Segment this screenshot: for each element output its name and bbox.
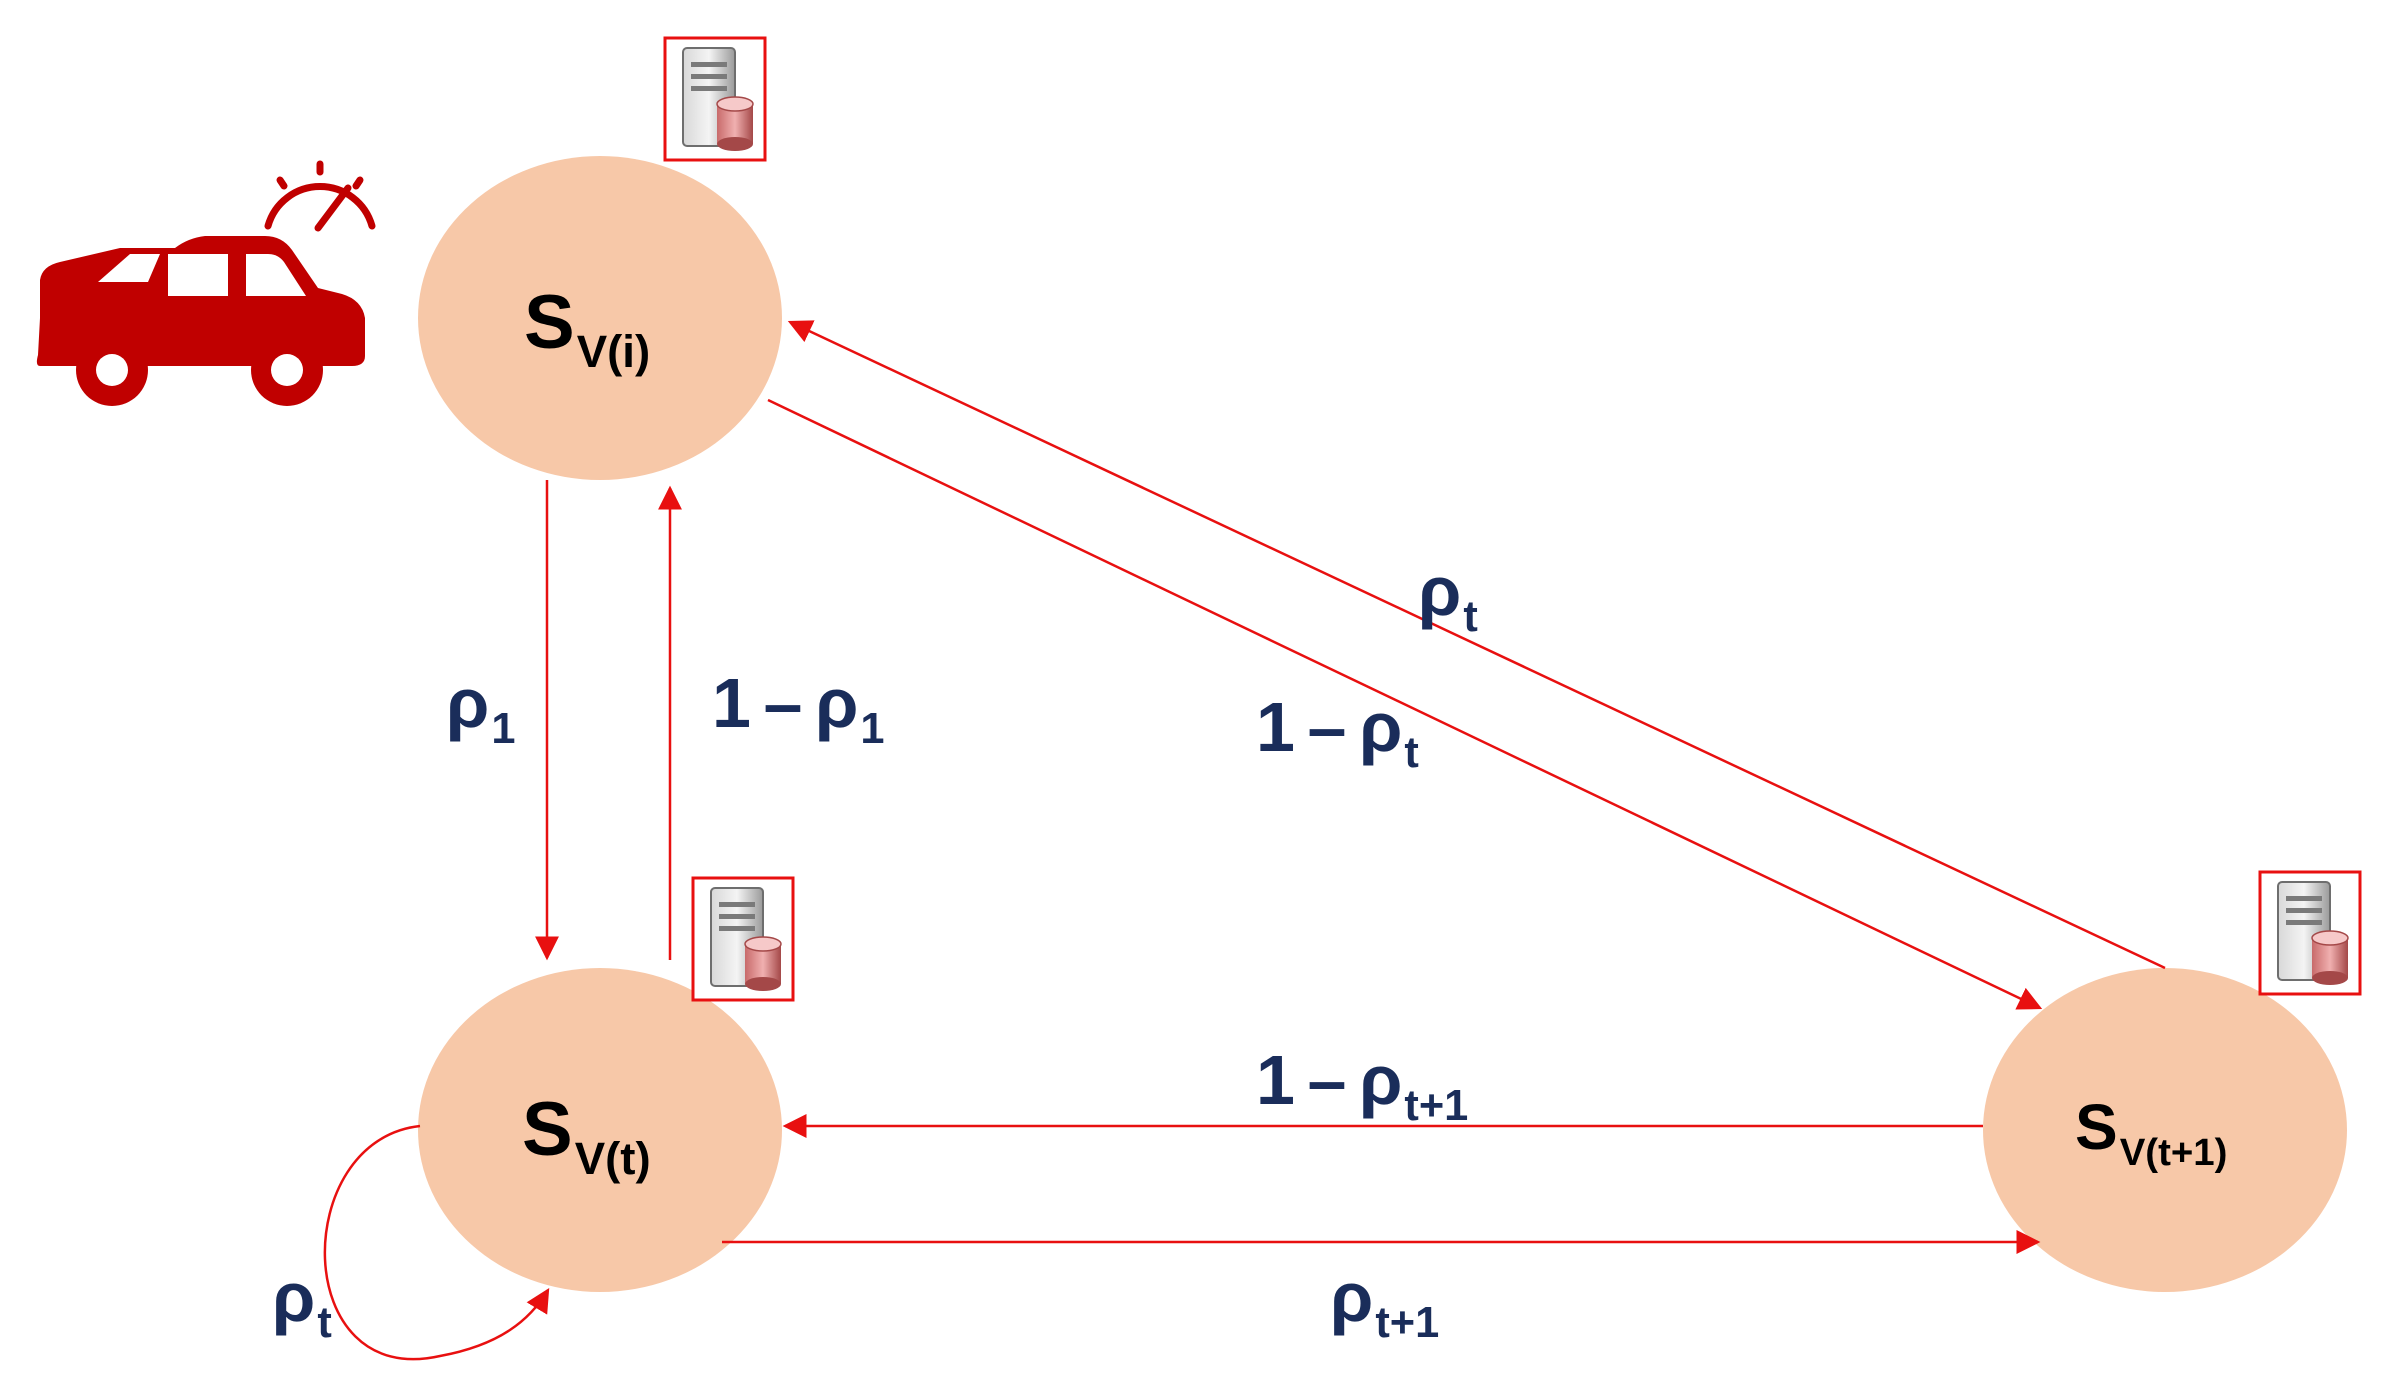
edge-prefix: 1 <box>1256 688 1295 766</box>
state-subscript: V(t+1) <box>2119 1131 2228 1175</box>
server-database-icon <box>691 876 795 1002</box>
state-node-st1 <box>1983 968 2347 1292</box>
state-node-st <box>418 968 782 1292</box>
edge-symbol: ρ <box>272 1258 316 1336</box>
edge-subscript: t <box>1463 593 1478 642</box>
state-subscript: V(i) <box>576 326 651 378</box>
edge-symbol: ρ <box>1359 1041 1403 1119</box>
edge-operator: – <box>1307 688 1347 766</box>
edge-subscript: t+1 <box>1375 1299 1440 1348</box>
edge-label-si-to-st: ρ1 <box>446 668 515 751</box>
edge-operator: – <box>763 664 803 742</box>
edge-subscript: t+1 <box>1404 1082 1469 1131</box>
edge-st-self-loop <box>323 1124 550 1361</box>
state-symbol: S <box>522 1087 573 1172</box>
server-database-icon <box>663 36 767 162</box>
edge-prefix: 1 <box>712 664 751 742</box>
server-database-icon <box>2258 870 2362 996</box>
state-label-st: SV(t) <box>522 1092 651 1182</box>
edge-label-st-to-st1: ρt+1 <box>1330 1262 1439 1345</box>
state-label-si: SV(i) <box>524 285 650 375</box>
edge-subscript: t <box>317 1299 332 1348</box>
state-symbol: S <box>2075 1091 2118 1163</box>
state-label-st1: SV(t+1) <box>2075 1095 2227 1172</box>
edge-subscript: 1 <box>860 705 885 754</box>
edge-symbol: ρ <box>1359 688 1403 766</box>
edge-operator: – <box>1307 1041 1347 1119</box>
state-subscript: V(t) <box>574 1133 651 1185</box>
edge-subscript: 1 <box>491 705 516 754</box>
edge-symbol: ρ <box>1330 1258 1374 1336</box>
edge-symbol: ρ <box>815 664 859 742</box>
edge-symbol: ρ <box>446 664 490 742</box>
car-icon <box>36 236 365 406</box>
edge-label-si-to-st1: 1–ρt <box>1256 692 1419 775</box>
edge-si-to-st1 <box>767 398 2043 1010</box>
edge-label-st-to-si: 1–ρ1 <box>712 668 885 751</box>
state-node-si <box>418 156 782 480</box>
edge-prefix: 1 <box>1256 1041 1295 1119</box>
edge-symbol: ρ <box>1418 552 1462 630</box>
edge-st1-to-si <box>787 320 2166 970</box>
edge-subscript: t <box>1404 729 1419 778</box>
edge-label-st-self: ρt <box>272 1262 332 1345</box>
edge-label-st1-to-si: ρt <box>1418 556 1478 639</box>
edge-label-st1-to-st: 1–ρt+1 <box>1256 1045 1468 1128</box>
speedometer-icon <box>264 160 376 232</box>
state-symbol: S <box>524 280 575 365</box>
